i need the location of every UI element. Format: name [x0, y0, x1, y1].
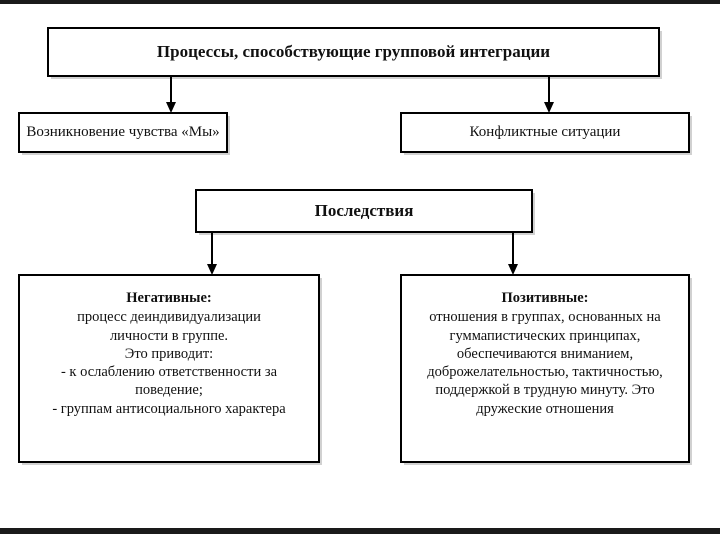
positive-outcome-box: Позитивные: отношения в группах, основан…: [400, 274, 690, 463]
conflict-situations-text: Конфликтные ситуации: [469, 124, 621, 141]
positive-heading: Позитивные:: [501, 290, 589, 306]
feeling-we-box: Возникновение чувства «Мы»: [18, 112, 228, 153]
consequences-text: Последствия: [314, 201, 414, 221]
positive-line: обеспечиваются вниманием,: [456, 345, 634, 362]
negative-line: - к ослаблению ответственности за: [60, 364, 278, 381]
negative-line: личности в группе.: [109, 327, 229, 344]
negative-line: поведение;: [135, 382, 203, 399]
feeling-we-text: Возникновение чувства «Мы»: [26, 124, 220, 141]
negative-outcome-box: Негативные: процесс деиндивидуализации л…: [18, 274, 320, 463]
negative-body: процесс деиндивидуализации личности в гр…: [24, 308, 314, 418]
positive-line: доброжелательностью, тактичностью,: [427, 364, 663, 381]
consequences-box: Последствия: [195, 189, 533, 233]
negative-line: процесс деиндивидуализации: [77, 309, 261, 326]
process-title-box: Процессы, способствующие групповой интег…: [47, 27, 660, 77]
negative-line: - группам антисоциального характера: [52, 400, 286, 417]
positive-body: отношения в группах, основанных на гумма…: [406, 308, 684, 418]
positive-line: гуммапистических принципах,: [449, 327, 641, 344]
slide-top-edge: [0, 0, 720, 4]
slide-bottom-edge: [0, 528, 720, 534]
positive-line: дружеские отношения: [476, 400, 614, 417]
negative-heading: Негативные:: [126, 290, 212, 306]
negative-line: Это приводит:: [124, 345, 214, 362]
positive-line: поддержкой в трудную минуту. Это: [435, 382, 655, 399]
positive-line: отношения в группах, основанных на: [429, 309, 661, 326]
process-title-text: Процессы, способствующие групповой интег…: [156, 42, 551, 62]
conflict-situations-box: Конфликтные ситуации: [400, 112, 690, 153]
